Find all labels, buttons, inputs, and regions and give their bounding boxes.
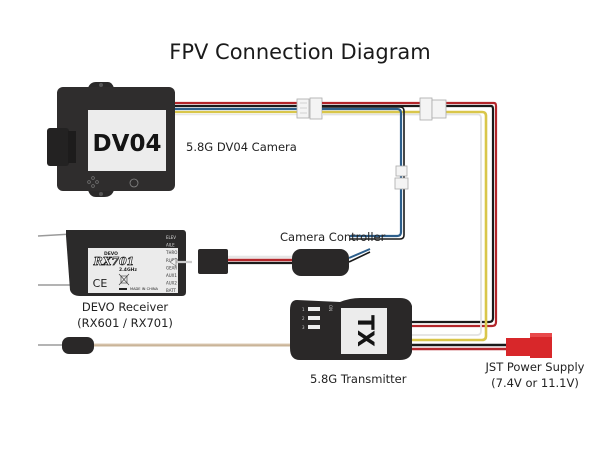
jst-power-plug [506,333,552,358]
receiver-label-line2: (RX601 / RX701) [77,316,173,330]
tx-dip-header: ON [328,305,333,311]
receiver-brand: DEVO [104,251,118,257]
camera-label: 5.8G DV04 Camera [186,140,297,154]
diagram-title: FPV Connection Diagram [169,40,431,64]
camera-face-text: DV04 [93,131,162,157]
dv04-camera: DV04 [47,82,175,197]
weee-bin-icon [118,273,130,286]
connector-power-harness [419,97,447,121]
camera-wire-harness [172,101,302,116]
dip-switch-label: 3 [302,325,305,330]
controller-body [292,249,349,276]
camera-mic-icon [87,176,99,188]
connector-camera-harness [296,97,323,120]
ce-mark-icon: CE [93,277,108,290]
receiver-label-panel [88,248,178,293]
camera-controller [198,248,371,276]
receiver-frequency: 2.4GHz [119,267,137,273]
mount-hole-icon [99,83,103,87]
transmitter-antenna [38,337,290,354]
receiver-channel-label: THRO [165,250,177,255]
receiver-label-line1: DEVO Receiver [81,300,169,314]
dip-switch-label: 2 [302,316,305,321]
receiver-channel-label: BATT [166,288,177,293]
transmitter-label: 5.8G Transmitter [310,372,407,386]
receiver-channel-label: ELEV [166,235,176,240]
receiver-channel-label: AUX1 [166,273,177,278]
receiver-model: RX701 [93,255,135,268]
receiver-channel-label: AUX2 [166,281,177,286]
receiver-channel-label: AILE [166,243,175,248]
camera-button-icon [129,178,139,188]
connector-controller-harness [394,165,409,190]
5-8g-transmitter: 1 2 3 ON TX [290,298,412,360]
power-label-line2: (7.4V or 11.1V) [491,376,579,390]
dip-switch-label: 1 [302,307,305,312]
dip-switch [308,307,320,311]
servo-plug [198,249,228,274]
tx-dip-switches: 1 2 3 [302,307,320,330]
devo-receiver: DEVO RX701 2.4GHz CE MADE IN CHINA ELEV A… [37,230,192,296]
dip-switch [308,316,320,320]
dip-switch [308,325,320,329]
controller-label: Camera Controller [280,230,386,244]
camera-lens-icon [47,128,69,166]
receiver-channel-label: RUDD [166,258,178,263]
power-label-line1: JST Power Supply [485,360,585,374]
receiver-channel-label: GEAR [166,265,177,270]
camera-label-panel [88,110,166,171]
tx-face-text: TX [352,315,377,347]
receiver-made-in: MADE IN CHINA [130,287,159,291]
mount-hole-icon [99,192,103,196]
tx-label-panel [341,308,387,354]
